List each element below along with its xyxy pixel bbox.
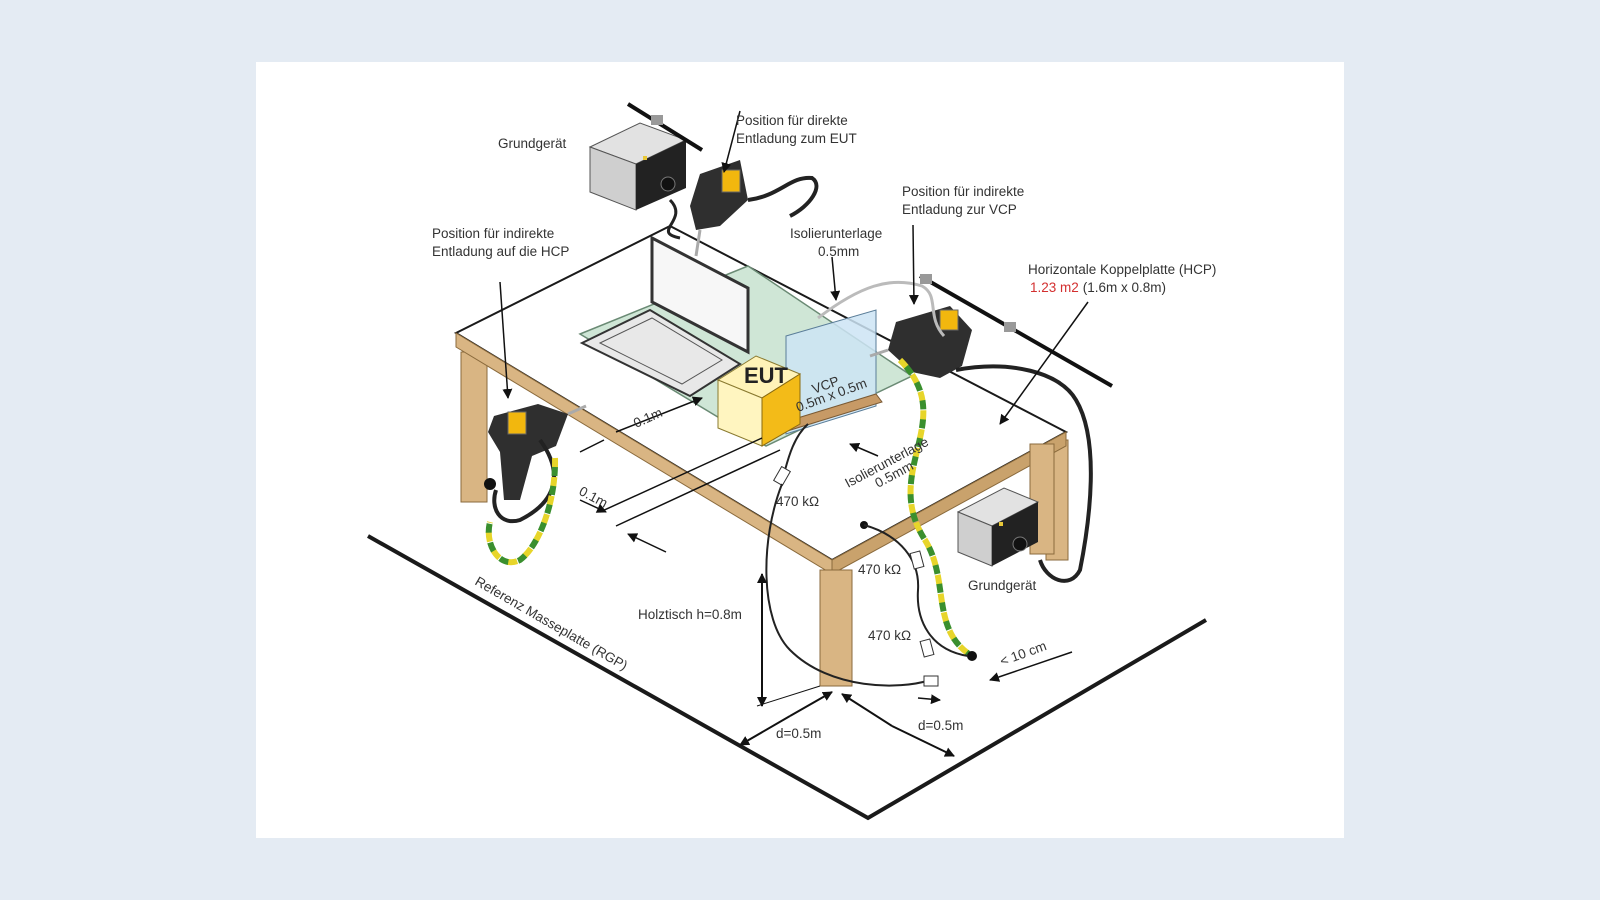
label-grundgeraet-top: Grundgerät — [498, 136, 567, 151]
label-grundgeraet-right: Grundgerät — [968, 578, 1037, 593]
label-iso-top-1: Isolierunterlage — [790, 226, 882, 241]
label-hcp-area: 1.23 m2 — [1030, 280, 1079, 295]
label-iso-top-2: 0.5mm — [818, 244, 859, 259]
label-rgp: Referenz Masseplatte (RGP) — [473, 574, 631, 674]
label-d-left: d=0.5m — [776, 726, 821, 741]
vertical-coupling-plane — [777, 309, 883, 435]
label-resistor-2: 470 kΩ — [858, 562, 901, 577]
label-hcp-size: 1.23 m2 (1.6m x 0.8m) — [1030, 280, 1166, 295]
esd-gun-direct — [690, 160, 819, 257]
eut-label: EUT — [744, 363, 789, 388]
label-vcp-pos-1: Position für indirekte — [902, 184, 1024, 199]
dimension-arrows — [499, 110, 1089, 757]
table-leg-front — [819, 569, 853, 687]
label-direct-1: Position für direkte — [736, 113, 848, 128]
esd-gun-hcp — [488, 404, 587, 500]
label-d-right: d=0.5m — [918, 718, 963, 733]
label-resistor-3: 470 kΩ — [868, 628, 911, 643]
eut-box: EUT — [716, 355, 802, 447]
generator-unit-top — [588, 102, 704, 211]
label-hcp-title: Horizontale Koppelplatte (HCP) — [1028, 262, 1216, 277]
esd-gun-vcp — [869, 306, 972, 378]
label-direct-2: Entladung zum EUT — [736, 131, 857, 146]
generator-unit-right — [956, 487, 1040, 567]
label-holztisch: Holztisch h=0.8m — [638, 607, 742, 622]
label-resistor-1: 470 kΩ — [776, 494, 819, 509]
label-vcp-pos-2: Entladung zur VCP — [902, 202, 1017, 217]
cables — [484, 198, 1113, 687]
label-hcp-dims: (1.6m x 0.8m) — [1083, 280, 1166, 295]
table-leg-back-left — [460, 351, 488, 503]
laptop — [579, 235, 750, 398]
label-hcp-pos-2: Entladung auf die HCP — [432, 244, 569, 259]
label-lt10: < 10 cm — [998, 638, 1049, 669]
reference-ground-plane — [367, 534, 1208, 821]
label-hcp-pos-1: Position für indirekte — [432, 226, 554, 241]
